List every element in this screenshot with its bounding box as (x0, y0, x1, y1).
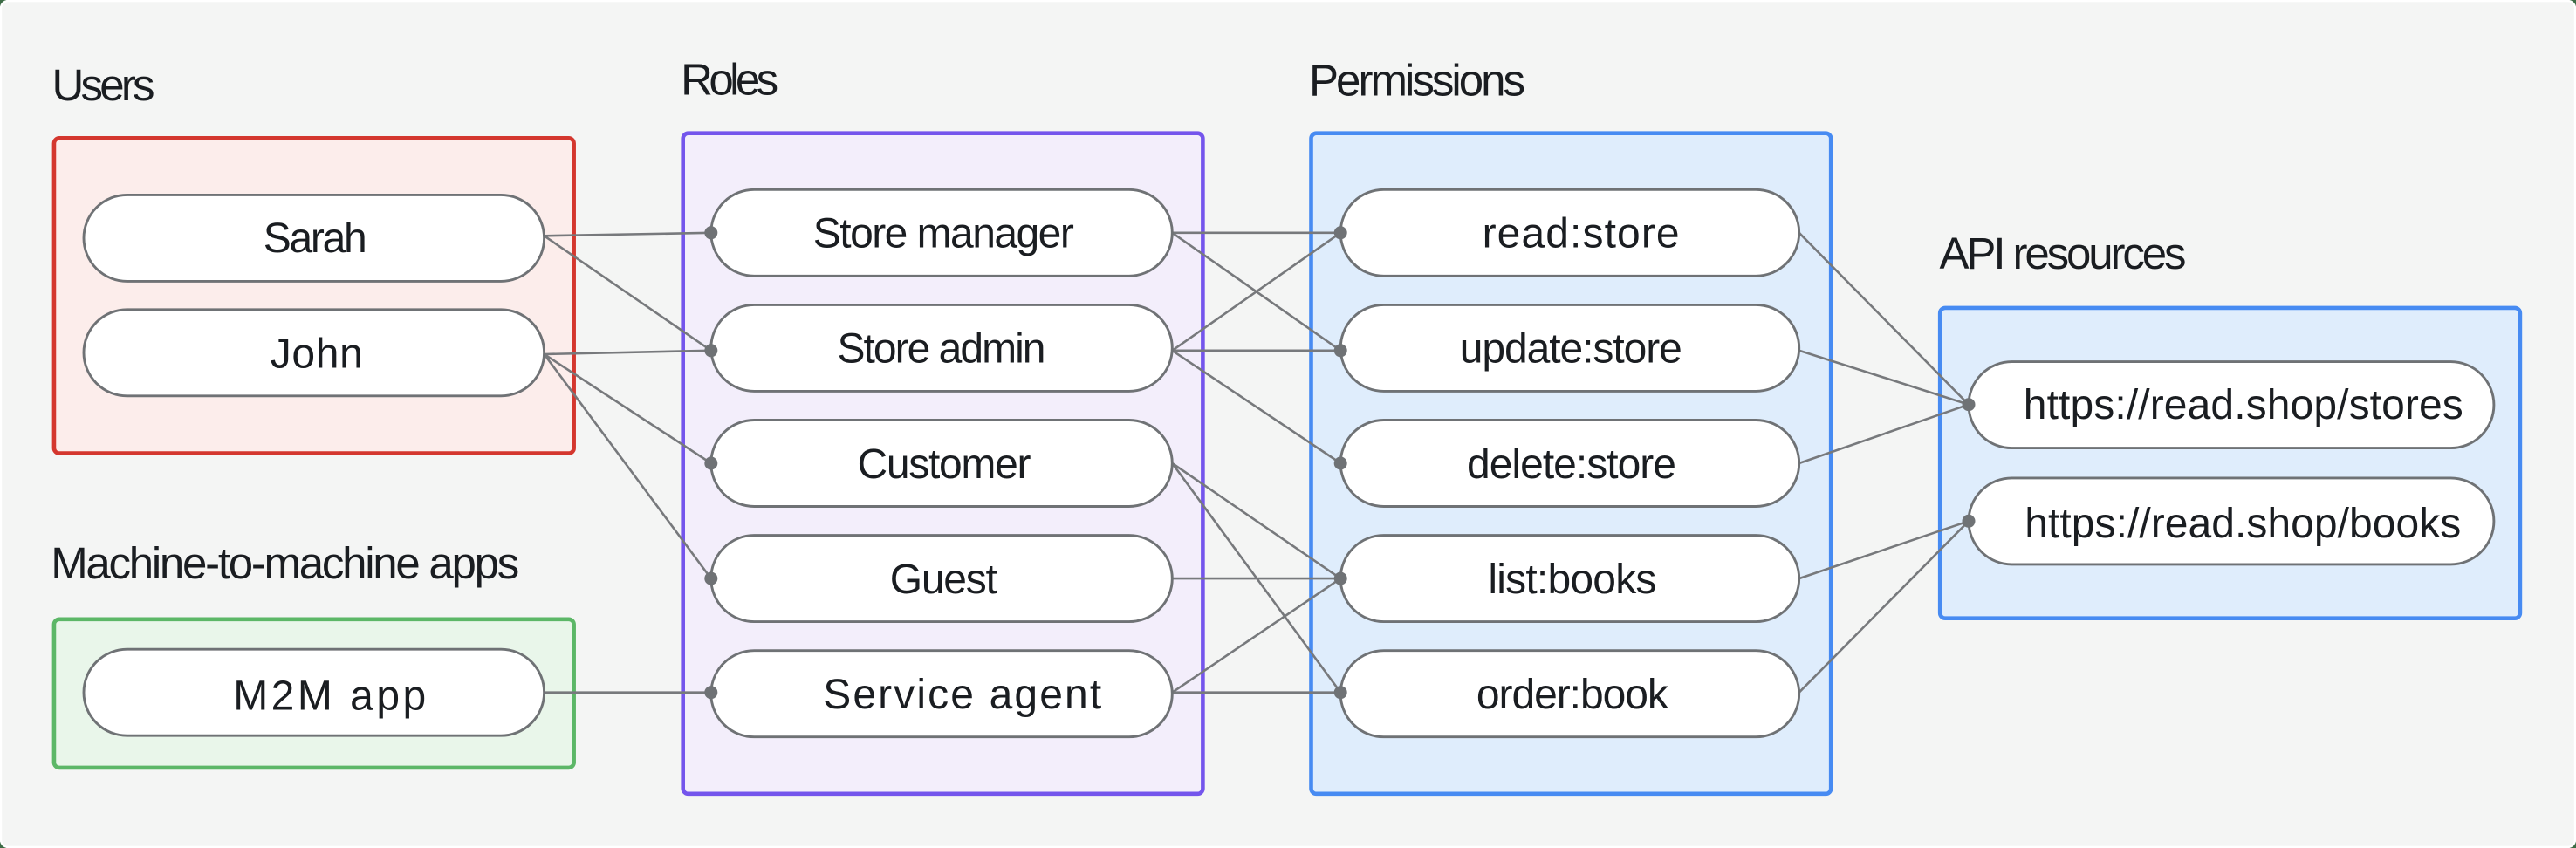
svg-text:list:books: list:books (1488, 557, 1656, 603)
svg-text:read:store: read:store (1483, 211, 1680, 257)
svg-text:John: John (271, 332, 363, 378)
svg-text:Sarah: Sarah (264, 215, 367, 262)
svg-text:Permissions: Permissions (1309, 56, 1525, 106)
svg-text:https://read.shop/books: https://read.shop/books (2024, 501, 2461, 547)
svg-text:Roles: Roles (681, 55, 778, 105)
svg-text:Store manager: Store manager (813, 211, 1074, 257)
svg-text:Store admin: Store admin (838, 326, 1046, 373)
svg-text:Machine-to-machine apps: Machine-to-machine apps (51, 538, 519, 588)
svg-text:API resources: API resources (1940, 229, 2187, 278)
svg-text:Guest: Guest (890, 557, 997, 603)
svg-text:order:book: order:book (1476, 672, 1669, 718)
svg-text:Users: Users (52, 60, 155, 110)
svg-text:https://read.shop/stores: https://read.shop/stores (2024, 382, 2463, 428)
svg-text:Customer: Customer (858, 441, 1031, 488)
svg-text:Service agent: Service agent (823, 672, 1101, 718)
svg-text:delete:store: delete:store (1467, 441, 1676, 488)
svg-text:update:store: update:store (1460, 326, 1682, 373)
svg-text:M2M app: M2M app (233, 674, 426, 720)
